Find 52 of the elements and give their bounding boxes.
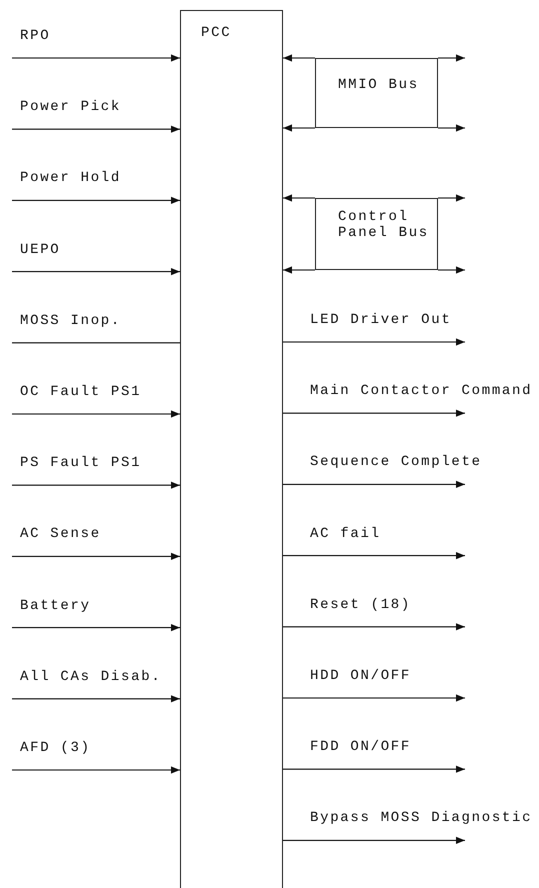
signal-label: AFD (3) (20, 740, 91, 756)
arrow (438, 266, 465, 274)
arrow (12, 54, 180, 62)
arrow (12, 624, 180, 632)
arrow (283, 54, 315, 62)
arrow (283, 623, 465, 630)
arrow (12, 196, 180, 204)
signal-label: MOSS Inop. (20, 312, 122, 329)
signal-label: UEPO (20, 242, 60, 258)
signal-label: AC Sense (20, 526, 101, 542)
arrow (12, 482, 180, 489)
signal-label: HDD ON/OFF (310, 668, 412, 684)
arrow (283, 266, 315, 274)
signal-label: LED Driver Out (310, 312, 452, 328)
arrow (438, 194, 465, 202)
signal-label: Bypass MOSS Diagnostic (310, 810, 532, 826)
signal-label: OC Fault PS1 (20, 384, 142, 400)
node-label: Control Panel Bus (338, 209, 430, 241)
signal-label: Power Hold (20, 170, 122, 186)
arrow (12, 766, 180, 774)
bus-box (315, 198, 438, 270)
arrow (283, 694, 465, 702)
arrow (283, 552, 465, 560)
arrow (283, 836, 465, 844)
arrow (283, 124, 315, 132)
signal-label: RPO (20, 28, 50, 44)
signal-label: Battery (20, 598, 91, 614)
node-label: MMIO Bus (338, 77, 419, 93)
signal-label: Main Contactor Command (310, 383, 532, 400)
arrow (283, 338, 465, 346)
signal-label: Power Pick (20, 99, 122, 116)
arrow (283, 766, 465, 773)
signal-label: Sequence Complete (310, 454, 482, 470)
arrow (12, 552, 180, 560)
arrow (12, 126, 180, 133)
signal-label: AC fail (310, 526, 381, 542)
bus-box (315, 58, 438, 128)
signal-label: PS Fault PS1 (20, 455, 142, 472)
arrow (12, 268, 180, 276)
signal-label: All CAs Disab. (20, 668, 162, 685)
arrow (283, 194, 315, 202)
signal-label: Reset (18) (310, 596, 412, 613)
arrow (12, 410, 180, 418)
signal-label: FDD ON/OFF (310, 739, 412, 756)
arrow (283, 480, 465, 488)
node-label: PCC (201, 25, 232, 41)
arrow (283, 410, 465, 417)
arrow (438, 124, 465, 132)
signal-line (12, 342, 180, 344)
arrow (12, 695, 180, 702)
arrow (438, 54, 465, 62)
pcc-block (180, 10, 283, 888)
